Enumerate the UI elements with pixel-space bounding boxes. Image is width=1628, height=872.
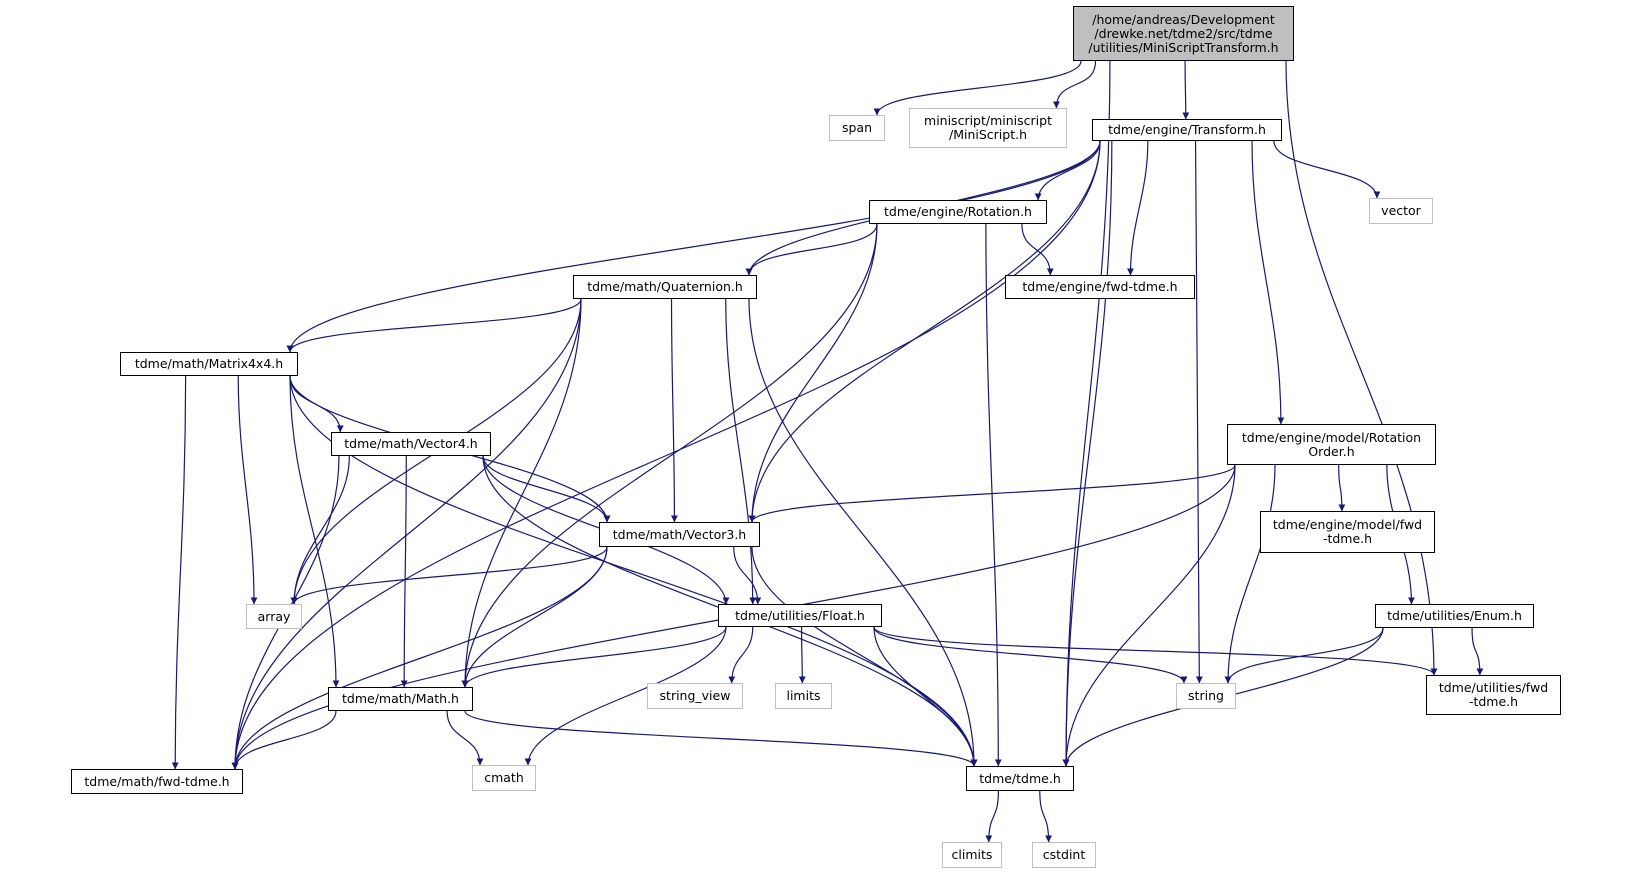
edge-vector4-to-math [400, 455, 408, 688]
node-cstdint: cstdint [1032, 842, 1096, 868]
edge-float-to-string [873, 626, 1188, 684]
node-array: array [246, 604, 302, 629]
node-rotation[interactable]: tdme/engine/Rotation.h [869, 200, 1047, 224]
node-math-fwd[interactable]: tdme/math/fwd-tdme.h [71, 769, 243, 794]
edge-tdme-to-cstdint [1039, 790, 1053, 843]
edge-tdme-to-climits [985, 790, 999, 843]
node-string-view: string_view [647, 683, 743, 709]
edge-quaternion-to-vector3 [670, 298, 678, 523]
edge-enum-to-string [1224, 627, 1384, 684]
edge-quaternion-to-math [461, 298, 582, 688]
edge-rotation-to-tdme [985, 223, 1002, 767]
node-utilities-fwd[interactable]: tdme/utilities/fwd -tdme.h [1426, 675, 1561, 715]
edge-float-to-limits [798, 626, 806, 684]
edge-enum-to-utilities-fwd [1471, 627, 1484, 676]
edge-quaternion-to-float [725, 298, 757, 605]
edge-rotation-order-to-tdme [1062, 464, 1236, 767]
edge-transform-to-math-fwd [231, 140, 1101, 770]
edge-rotation-order-to-string [1224, 464, 1276, 684]
node-math[interactable]: tdme/math/Math.h [328, 687, 473, 711]
node-engine-fwd[interactable]: tdme/engine/fwd-tdme.h [1005, 275, 1195, 299]
edge-rotation-order-to-vector3 [748, 464, 1236, 523]
node-rotation-order[interactable]: tdme/engine/model/Rotation Order.h [1227, 424, 1436, 465]
edge-float-to-cmath [524, 626, 727, 766]
edge-transform-to-tdme [1062, 140, 1113, 767]
node-matrix4x4[interactable]: tdme/math/Matrix4x4.h [120, 352, 298, 376]
edge-transform-to-vector3 [748, 140, 1101, 523]
edge-rotation-to-vector3 [748, 223, 878, 523]
edge-root-to-tdme [1062, 60, 1111, 767]
edge-root-to-utilities-fwd [1285, 60, 1438, 676]
node-string: string [1176, 683, 1236, 709]
node-climits: climits [942, 842, 1002, 868]
edge-quaternion-to-math-fwd [231, 298, 582, 770]
edge-float-to-utilities-fwd [873, 626, 1438, 676]
node-vector: vector [1369, 198, 1433, 224]
edge-vector3-to-math [461, 546, 608, 688]
edge-rotation-to-math [461, 223, 878, 688]
edge-transform-to-engine-fwd [1126, 140, 1149, 276]
node-span: span [829, 115, 885, 141]
edge-vector3-to-array [290, 546, 608, 605]
edge-float-to-tdme [873, 626, 978, 767]
edge-vector3-to-float [733, 546, 762, 605]
node-transform[interactable]: tdme/engine/Transform.h [1092, 119, 1282, 141]
edge-rotation-order-to-model-fwd [1338, 464, 1346, 512]
node-enum[interactable]: tdme/utilities/Enum.h [1375, 604, 1534, 628]
node-cmath: cmath [472, 765, 536, 791]
node-vector3[interactable]: tdme/math/Vector3.h [599, 522, 760, 547]
node-model-fwd[interactable]: tdme/engine/model/fwd -tdme.h [1260, 511, 1435, 553]
edge-transform-to-rotation [1034, 140, 1101, 201]
node-float[interactable]: tdme/utilities/Float.h [718, 604, 882, 627]
edge-quaternion-to-tdme [748, 298, 978, 767]
node-vector4[interactable]: tdme/math/Vector4.h [331, 432, 491, 456]
edge-math-to-tdme [464, 710, 978, 767]
node-tdme[interactable]: tdme/tdme.h [966, 766, 1074, 791]
edge-vector3-to-tdme [751, 546, 978, 767]
edge-root-to-miniscript [1052, 60, 1097, 109]
edge-vector4-to-array [290, 455, 350, 605]
edge-transform-to-rotation-order [1251, 140, 1285, 425]
node-miniscript: miniscript/miniscript /MiniScript.h [909, 108, 1067, 148]
node-root: /home/andreas/Development /drewke.net/td… [1073, 6, 1294, 61]
edge-matrix4x4-to-array [237, 375, 258, 605]
edge-matrix4x4-to-math [289, 375, 340, 688]
node-limits: limits [775, 683, 832, 709]
edge-transform-to-string [1194, 140, 1203, 684]
edge-transform-to-vector [1273, 140, 1381, 199]
node-quaternion[interactable]: tdme/math/Quaternion.h [573, 275, 757, 299]
edge-float-to-string-view [728, 626, 754, 684]
edge-float-to-math [461, 626, 727, 688]
edge-vector3-to-math-fwd [231, 546, 608, 770]
edge-quaternion-to-matrix4x4 [286, 298, 582, 353]
edge-vector4-to-vector3 [482, 455, 611, 523]
edge-root-to-span [873, 60, 1082, 116]
edge-transform-to-matrix4x4 [286, 140, 1101, 353]
edge-rotation-to-engine-fwd [1021, 223, 1054, 276]
edge-root-to-transform [1182, 60, 1190, 120]
edge-matrix4x4-to-math-fwd [171, 375, 187, 770]
edge-math-to-cmath [446, 710, 484, 766]
edge-rotation-to-quaternion [745, 223, 878, 276]
edge-math-to-math-fwd [231, 710, 337, 770]
